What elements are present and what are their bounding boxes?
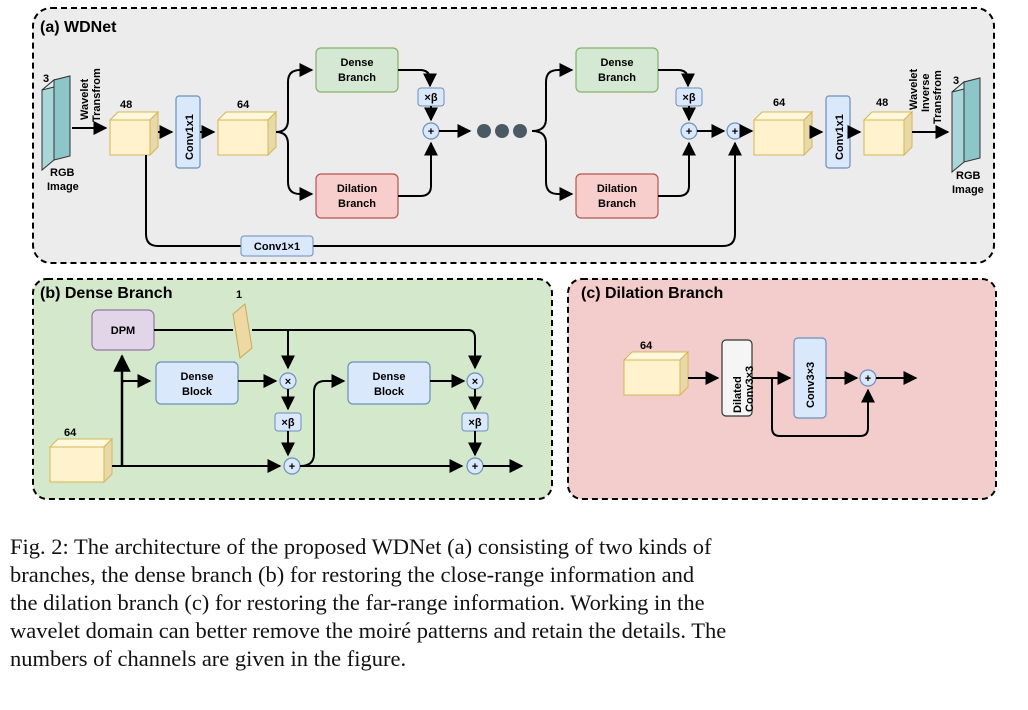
cube-64-b [48, 437, 114, 484]
panel-c-title: (c) Dilation Branch [581, 285, 723, 302]
dilated-conv-l2: Conv3×3 [744, 366, 756, 412]
panel-a-title: (a) WDNet [40, 19, 117, 36]
output-image-slab [951, 77, 981, 174]
dense-branch-1-l1: Dense [340, 57, 373, 69]
skip-conv-box [240, 235, 314, 257]
skip-conv-label: Conv1×1 [254, 241, 300, 253]
xbeta-b1-label: ×β [281, 417, 294, 429]
dilation-branch-2 [575, 173, 659, 219]
dense-block-1 [155, 361, 239, 405]
ch64-c: 64 [640, 340, 653, 352]
panel-dense-branch: (b) Dense Branch DPM 1 64 Dense Block × … [32, 278, 553, 500]
plus-node-c-label: + [865, 373, 871, 385]
dense-block-2 [347, 361, 431, 405]
conv-out-label: Conv1x1 [834, 114, 846, 160]
input-rgb-label: RGB [50, 167, 75, 179]
dense-branch-1 [315, 47, 399, 93]
input-channels: 3 [43, 73, 49, 85]
dense-branch-2-l1: Dense [600, 57, 633, 69]
one-channel-slab [232, 303, 253, 359]
figure-caption: Fig. 2: The architecture of the proposed… [10, 533, 1020, 673]
caption-line-2: branches, the dense branch (b) for resto… [10, 562, 695, 587]
inverse-wavelet-label: Wavelet [908, 68, 920, 110]
dense-branch-2 [575, 47, 659, 93]
output-channels: 3 [953, 75, 959, 87]
panel-wdnet: (a) WDNet 3 RGB Image Wavelet Transfrom … [32, 7, 995, 264]
caption-line-1: Fig. 2: The architecture of the proposed… [10, 534, 712, 559]
plus-node-2-label: + [686, 126, 692, 138]
ch48-out: 48 [876, 97, 888, 109]
dense-branch-1-l2: Branch [338, 72, 376, 84]
xbeta-2-label: ×β [682, 92, 695, 104]
caption-line-5: numbers of channels are given in the fig… [10, 646, 407, 671]
ch64-b: 64 [64, 427, 77, 439]
output-rgb-label: RGB [956, 170, 981, 182]
dpm-label: DPM [111, 325, 135, 337]
dense-block-2-l2: Block [374, 386, 405, 398]
dense-block-1-l2: Block [182, 386, 213, 398]
ch64-in: 64 [237, 99, 250, 111]
plus-node-1-label: + [428, 126, 434, 138]
caption-line-3: the dilation branch (c) for restoring th… [10, 590, 705, 615]
times-node-1-label: × [285, 376, 291, 388]
ellipsis-dots [477, 124, 527, 138]
inverse-transform-label: Transfrom [932, 70, 944, 124]
dilation-branch-1-l2: Branch [338, 198, 376, 210]
dilation-branch-2-l2: Branch [598, 198, 636, 210]
conv3x3-label: Conv3×3 [805, 362, 817, 408]
caption-line-4: wavelet domain can better remove the moi… [10, 618, 727, 643]
output-image-label: Image [952, 184, 984, 196]
architecture-diagram: (a) WDNet 3 RGB Image Wavelet Transfrom … [32, 7, 997, 500]
plus-node-b1-label: + [289, 461, 295, 473]
panel-b-title: (b) Dense Branch [40, 285, 172, 302]
panel-dilation-branch: (c) Dilation Branch 64 Dilated Conv3×3 C… [567, 278, 997, 500]
times-node-2-label: × [472, 376, 478, 388]
input-image-slab [41, 75, 71, 172]
cube-64-out [752, 110, 814, 157]
inverse-label: Inverse [920, 73, 932, 112]
cube-64-c [622, 350, 690, 397]
dense-block-1-l1: Dense [180, 371, 213, 383]
cube-48-out [862, 110, 914, 157]
dilated-conv-l1: Dilated [732, 376, 744, 413]
one-channel-label: 1 [236, 289, 242, 301]
plus-node-3-label: + [732, 126, 738, 138]
input-image-label: Image [47, 181, 79, 193]
dilation-branch-2-l1: Dilation [597, 183, 638, 195]
dilation-branch-1-l1: Dilation [337, 183, 378, 195]
ch48-in: 48 [120, 99, 132, 111]
transform-label: Transfrom [91, 68, 103, 122]
dense-branch-2-l2: Branch [598, 72, 636, 84]
conv-in-label: Conv1x1 [184, 114, 196, 160]
plus-node-b2-label: + [472, 461, 478, 473]
xbeta-1-label: ×β [424, 92, 437, 104]
dense-block-2-l1: Dense [372, 371, 405, 383]
cube-64-in [216, 110, 278, 157]
wavelet-label: Wavelet [79, 78, 91, 120]
cube-48-in [108, 110, 160, 157]
xbeta-b2-label: ×β [468, 417, 481, 429]
dilation-branch-1 [315, 173, 399, 219]
ch64-out: 64 [773, 97, 786, 109]
